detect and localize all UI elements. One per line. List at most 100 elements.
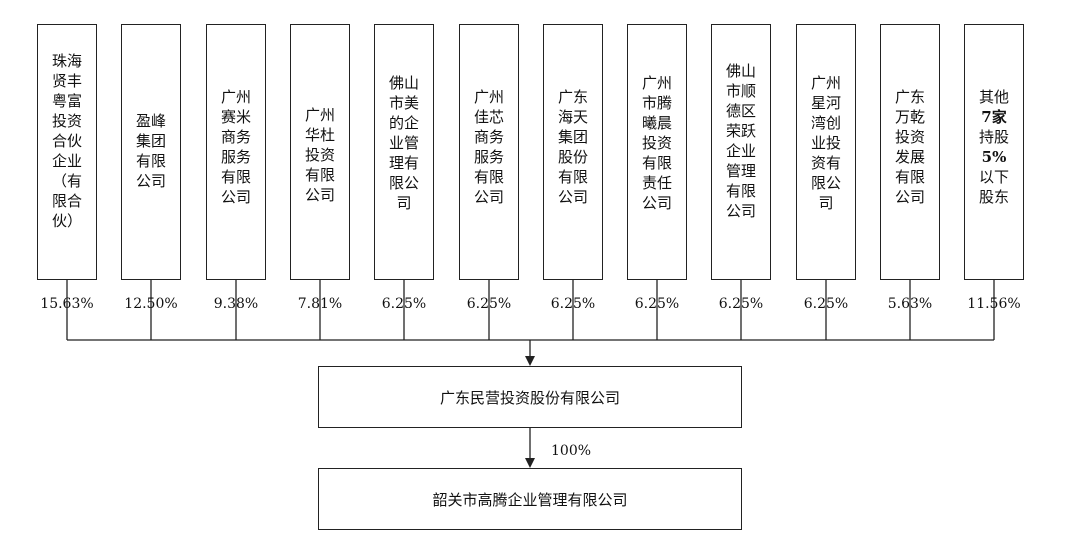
shareholder-name-line: 的企 [388,114,419,132]
shareholder-name: 广州市腾曦晨投资有限责任公司 [628,73,686,213]
shareholder-name-line: 理有 [388,154,419,172]
shareholder-name-line: 投资 [894,128,925,146]
shareholder-name-line: 公司 [557,188,588,206]
shareholding-percentage: 11.56% [967,296,1021,312]
shareholder-name-line: 公司 [304,186,335,204]
shareholder-name-line: 限公 [388,174,419,192]
shareholder-name-line: 集团 [557,128,588,146]
target-company-name: 韶关市高腾企业管理有限公司 [432,490,628,509]
shareholder-box: 广州赛米商务服务有限公司 [206,24,266,280]
target-arrow-icon [525,458,535,468]
shareholder-name: 佛山市顺德区荣跃企业管理有限公司 [712,61,770,221]
shareholder-name-line: 赛米 [220,108,251,126]
shareholder-name-line: 司 [396,194,412,212]
shareholder-box: 珠海贤丰粤富投资合伙企业（有限合伙） [37,24,97,280]
shareholder-name-line: 5% [981,148,1007,166]
shareholder-box: 广州市腾曦晨投资有限责任公司 [627,24,687,280]
shareholder-box: 广东海天集团股份有限公司 [543,24,603,280]
shareholder-name-line: 公司 [894,188,925,206]
shareholder-name-line: 有限 [641,154,672,172]
shareholder-box: 佛山市美的企业管理有限公司 [374,24,434,280]
shareholding-percentage: 9.38% [213,296,259,312]
shareholder-name-line: 佳芯 [473,108,504,126]
shareholder-name: 盈峰集团有限公司 [122,111,180,191]
shareholder-name-line: 管理 [725,162,756,180]
shareholder-name-line: 公司 [725,202,756,220]
shareholder-name-line: 公司 [473,188,504,206]
shareholder-name-line: 有限 [473,168,504,186]
shareholder-name-line: 华杜 [304,126,335,144]
target-company-box: 韶关市高腾企业管理有限公司 [318,468,742,530]
shareholder-name-line: 星河 [810,94,841,112]
shareholder-name-line: 粤富 [51,92,82,110]
shareholder-name-line: 发展 [894,148,925,166]
shareholder-name-line: 曦晨 [641,114,672,132]
shareholder-name-line: 广州 [220,88,251,106]
shareholder-name: 广东海天集团股份有限公司 [544,87,602,207]
shareholder-box: 广州佳芯商务服务有限公司 [459,24,519,280]
shareholder-name-line: 合伙 [51,132,82,150]
shareholder-name-line: 广东 [557,88,588,106]
shareholding-percentage: 6.25% [718,296,764,312]
shareholder-name: 广东万乾投资发展有限公司 [881,87,939,207]
shareholder-name-line: 广东 [894,88,925,106]
shareholder-name-line: 伙） [51,212,82,230]
shareholder-name-line: 广州 [641,74,672,92]
shareholder-name-line: 责任 [641,174,672,192]
shareholder-name-line: 市顺 [725,82,756,100]
shareholder-name-line: 7家 [981,108,1007,126]
shareholder-name-line: 商务 [220,128,251,146]
shareholding-percentage: 6.25% [803,296,849,312]
shareholder-name-line: 海天 [557,108,588,126]
shareholder-name-line: 司 [818,194,834,212]
shareholder-name-line: 万乾 [894,108,925,126]
shareholder-box: 广州星河湾创业投资有限公司 [796,24,856,280]
shareholding-percentage: 6.25% [381,296,427,312]
shareholder-name-line: 珠海 [51,52,82,70]
shareholder-name-line: 广州 [304,106,335,124]
shareholding-percentage: 6.25% [466,296,512,312]
shareholder-name-line: 限公 [810,174,841,192]
shareholder-name-line: 服务 [220,148,251,166]
shareholder-name-line: 公司 [135,172,166,190]
shareholder-box: 广州华杜投资有限公司 [290,24,350,280]
shareholder-name-line: 商务 [473,128,504,146]
shareholder-box: 盈峰集团有限公司 [121,24,181,280]
shareholder-name: 珠海贤丰粤富投资合伙企业（有限合伙） [38,51,96,231]
shareholding-percentage: 5.63% [887,296,933,312]
shareholder-name-line: 市腾 [641,94,672,112]
shareholding-percentage: 7.81% [297,296,343,312]
shareholder-name-line: 其他 [978,88,1009,106]
shareholder-name-line: 投资 [304,146,335,164]
shareholder-name-line: 有限 [557,168,588,186]
shareholder-name-line: 广州 [810,74,841,92]
holdco-name: 广东民营投资股份有限公司 [439,388,620,407]
shareholder-name-line: 佛山 [725,62,756,80]
shareholder-name-line: 投资 [641,134,672,152]
shareholder-name-line: 盈峰 [135,112,166,130]
shareholder-name-line: （有 [51,172,82,190]
shareholder-name: 佛山市美的企业管理有限公司 [375,73,433,213]
shareholder-name-line: 限合 [51,192,82,210]
shareholder-box: 广东万乾投资发展有限公司 [880,24,940,280]
shareholder-name-line: 公司 [641,194,672,212]
shareholder-name-line: 以下 [978,168,1009,186]
shareholder-name: 广州星河湾创业投资有限公司 [797,73,855,213]
shareholder-name-line: 有限 [304,166,335,184]
shareholder-name: 广州华杜投资有限公司 [291,105,349,205]
shareholder-name-line: 有限 [725,182,756,200]
shareholder-name-line: 贤丰 [51,72,82,90]
shareholder-name: 广州佳芯商务服务有限公司 [460,87,518,207]
shareholder-name-line: 股东 [978,188,1009,206]
shareholder-name-line: 德区 [725,102,756,120]
shareholder-name-line: 佛山 [388,74,419,92]
shareholder-name-line: 湾创 [810,114,841,132]
shareholder-name-line: 企业 [51,152,82,170]
shareholding-percentage: 15.63% [40,296,94,312]
shareholder-name-line: 有限 [220,168,251,186]
holdco-to-target-percentage: 100% [551,443,592,459]
shareholder-name-line: 业管 [388,134,419,152]
